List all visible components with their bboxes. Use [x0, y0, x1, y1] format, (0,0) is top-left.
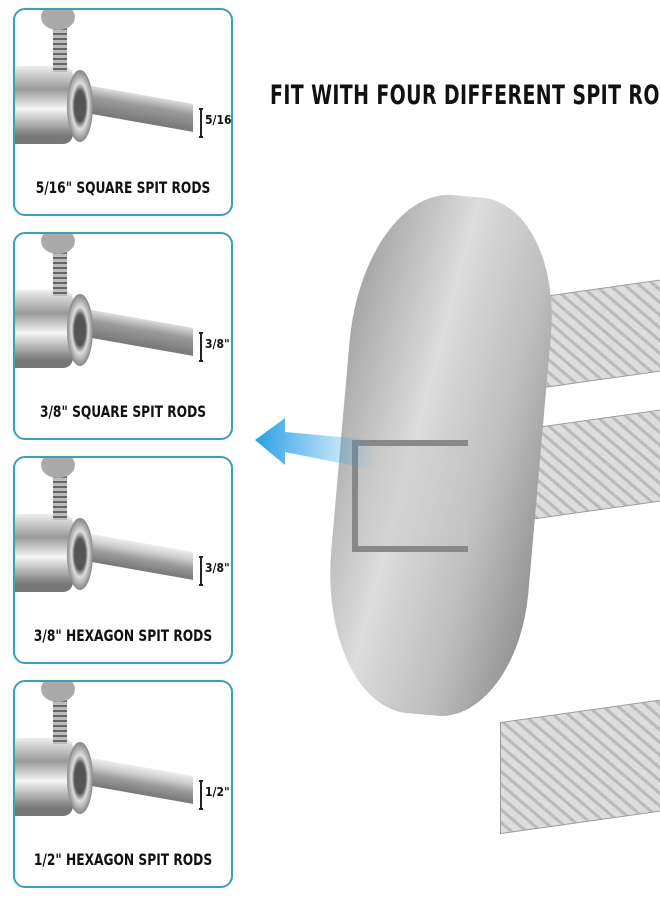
rod-size: 3/8": [205, 561, 230, 575]
panel-1-2-hexagon: 1/2" 1/2" HEXAGON SPIT RODS: [13, 680, 233, 888]
rotisserie-tube-image: [15, 514, 73, 592]
rod-label: 1/2" HEXAGON SPIT RODS: [33, 850, 213, 869]
square-rod-image: [81, 308, 193, 356]
dimension-marker: [199, 332, 203, 362]
collar-image: [67, 742, 93, 814]
collar-image: [67, 70, 93, 142]
rotisserie-tube-image: [15, 66, 73, 144]
wing-nut-image: [41, 234, 75, 254]
rotisserie-tube-image: [15, 290, 73, 368]
dimension-marker: [199, 556, 203, 586]
arrow-left-icon: [255, 418, 375, 470]
panel-3-8-hexagon: 3/8" 3/8" HEXAGON SPIT RODS: [13, 456, 233, 664]
basket-tray-bottom: [500, 697, 660, 835]
rod-size: 1/2": [205, 785, 230, 799]
wing-nut-image: [41, 458, 75, 478]
hexagon-rod-image: [81, 756, 193, 804]
dimension-marker: [199, 108, 203, 138]
rod-label: 5/16" SQUARE SPIT RODS: [35, 178, 211, 197]
collar-image: [67, 294, 93, 366]
rod-label: 3/8" SQUARE SPIT RODS: [39, 402, 207, 421]
wing-nut-image: [41, 10, 75, 30]
panel-3-8-square: 3/8" 3/8" SQUARE SPIT RODS: [13, 232, 233, 440]
rotisserie-tube-image: [15, 738, 73, 816]
square-rod-image: [81, 84, 193, 132]
rod-label: 3/8" HEXAGON SPIT RODS: [33, 626, 213, 645]
rod-size: 5/16": [205, 113, 232, 127]
rod-size: 3/8": [205, 337, 230, 351]
headline: FIT WITH FOUR DIFFERENT SPIT RODS: [270, 80, 660, 111]
wing-nut-image: [41, 682, 75, 702]
dimension-marker: [199, 780, 203, 810]
collar-image: [67, 518, 93, 590]
hexagon-rod-image: [81, 532, 193, 580]
panel-5-16-square: 5/16" 5/16" SQUARE SPIT RODS: [13, 8, 233, 216]
